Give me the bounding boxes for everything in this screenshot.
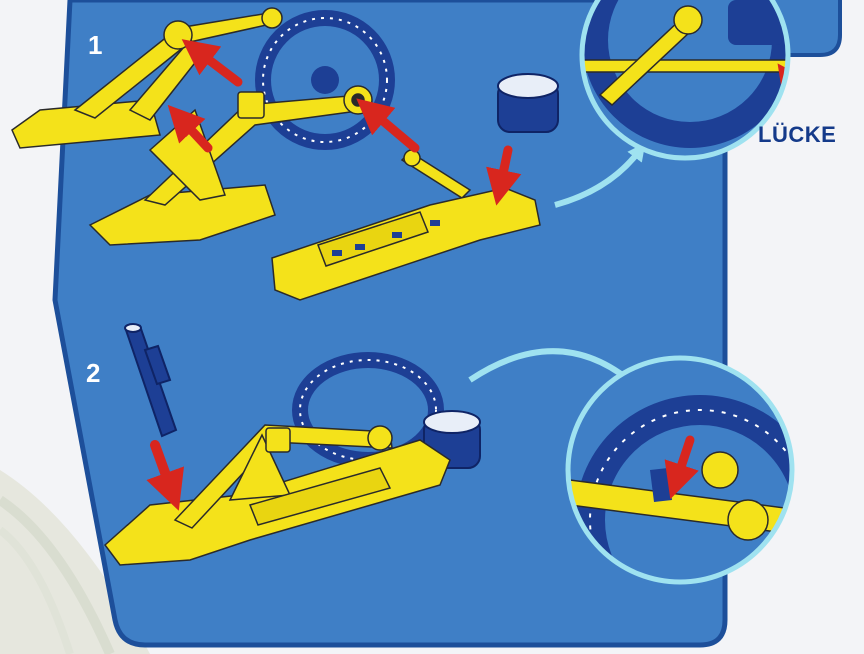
step-number-1: 1 bbox=[88, 30, 102, 61]
cap-part bbox=[498, 74, 558, 132]
step-number-2: 2 bbox=[86, 358, 100, 389]
gap-callout-label: LÜCKE bbox=[758, 122, 836, 148]
